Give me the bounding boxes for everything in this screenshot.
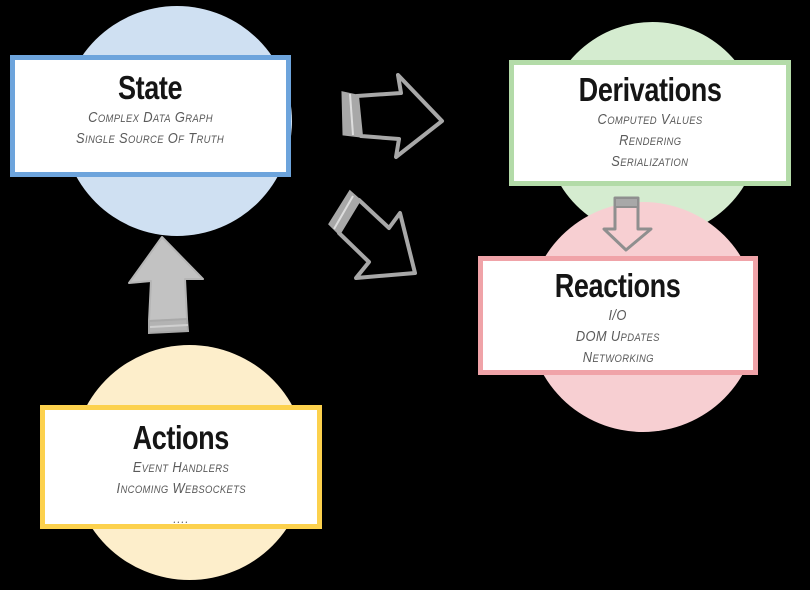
node-reactions[interactable]: Reactions I/O DOM Updates Networking bbox=[478, 256, 758, 375]
node-actions-title: Actions bbox=[132, 419, 230, 456]
node-actions-subtitle-1: Event Handlers bbox=[132, 459, 230, 476]
node-actions-ellipsis: .... bbox=[173, 511, 189, 526]
node-reactions-subtitle-3: Networking bbox=[582, 349, 654, 366]
node-derivations[interactable]: Derivations Computed Values Rendering Se… bbox=[509, 60, 791, 186]
node-actions-subtitle-2: Incoming Websockets bbox=[116, 480, 246, 497]
node-reactions-subtitle-1: I/O bbox=[608, 307, 628, 324]
node-derivations-subtitle-1: Computed Values bbox=[597, 111, 703, 128]
node-derivations-title: Derivations bbox=[578, 71, 722, 108]
node-state[interactable]: State Complex Data Graph Single Source O… bbox=[10, 55, 291, 177]
node-state-subtitle-2: Single Source Of Truth bbox=[76, 130, 225, 147]
node-state-title: State bbox=[118, 69, 183, 106]
node-derivations-subtitle-3: Serialization bbox=[611, 153, 689, 170]
node-state-subtitle-1: Complex Data Graph bbox=[88, 109, 213, 126]
node-reactions-title: Reactions bbox=[555, 267, 681, 304]
arrow-derivations-to-reactions-icon bbox=[602, 196, 653, 252]
arrow-state-to-reactions-icon bbox=[328, 189, 417, 280]
node-reactions-subtitle-2: DOM Updates bbox=[576, 328, 660, 345]
node-derivations-subtitle-2: Rendering bbox=[618, 132, 682, 149]
arrow-actions-to-state-icon bbox=[128, 236, 204, 335]
node-actions[interactable]: Actions Event Handlers Incoming Websocke… bbox=[40, 405, 322, 529]
arrow-state-to-derivations-icon bbox=[341, 73, 444, 159]
